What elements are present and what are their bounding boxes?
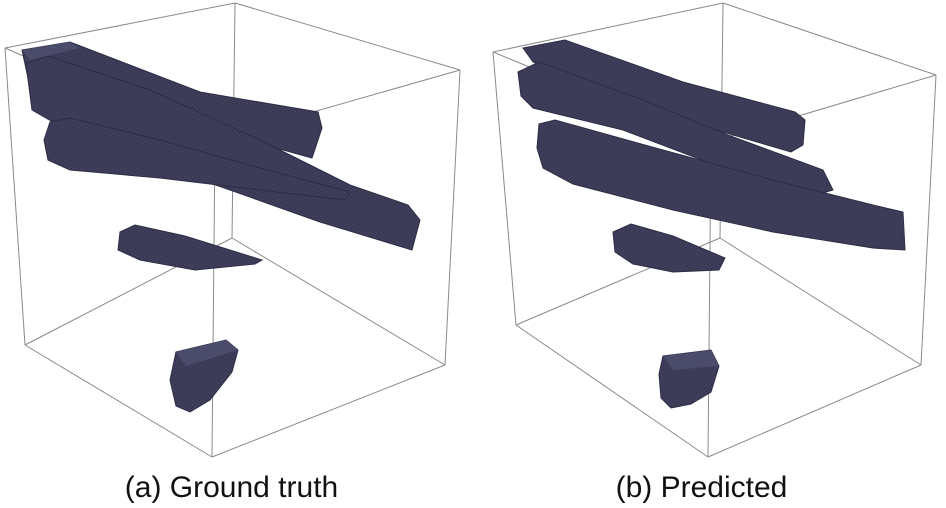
caption-predicted: (b) Predicted: [615, 471, 788, 504]
caption-ground-truth: (a) Ground truth: [124, 471, 339, 504]
voxel-chunk-bottom: [658, 349, 720, 409]
voxel-fragment-small: [117, 224, 264, 271]
voxel-chunk-bottom: [169, 339, 239, 413]
predicted-rendering: [492, 2, 937, 458]
panel-predicted: (b) Predicted: [473, 0, 946, 508]
voxel-slab-lower: [43, 117, 351, 201]
panel-ground-truth: (a) Ground truth: [4, 2, 461, 504]
ground-truth-rendering: [4, 2, 461, 458]
voxel-slab-lower: [536, 119, 906, 251]
voxel-fragment-small: [612, 223, 726, 273]
